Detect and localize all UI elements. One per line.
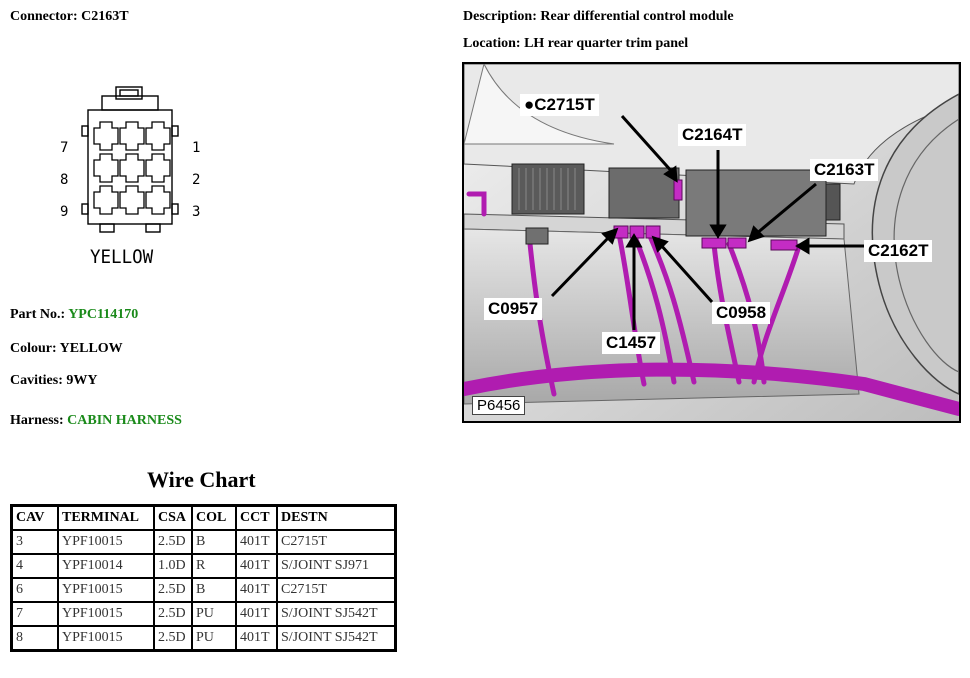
part-no-field: Part No.: YPC114170 [10, 307, 138, 323]
cavities-label: Cavities: [10, 373, 63, 388]
photo-reference-number: P6456 [472, 396, 526, 415]
cavity-slot-8 [119, 185, 145, 215]
header-destn: DESTN [276, 504, 397, 531]
table-row: 7 YPF10015 2.5D PU 401T S/JOINT SJ542T [10, 601, 397, 627]
cell-cct: 401T [235, 529, 278, 555]
table-row: 8 YPF10015 2.5D PU 401T S/JOINT SJ542T [10, 625, 397, 652]
header-cav: CAV [10, 504, 59, 531]
part-no-label: Part No.: [10, 307, 66, 322]
harness-value[interactable]: CABIN HARNESS [67, 413, 182, 428]
location-value: LH rear quarter trim panel [524, 36, 689, 51]
cavity-slot-9 [145, 185, 171, 215]
cell-terminal: YPF10015 [57, 625, 155, 652]
connector-field: Connector: C2163T [10, 9, 129, 25]
cell-csa: 2.5D [153, 601, 193, 627]
callout-c2163t: C2163T [810, 159, 879, 181]
location-label: Location: [463, 36, 521, 51]
cavity-number-8: 8 [60, 172, 68, 188]
callout-c2715t: ●C2715T [520, 94, 599, 116]
table-header-row: CAV TERMINAL CSA COL CCT DESTN [10, 504, 397, 531]
cell-destn: S/JOINT SJ542T [276, 625, 397, 652]
wire-chart-title: Wire Chart [147, 467, 256, 492]
cavity-slot-6 [145, 153, 171, 183]
header-csa: CSA [153, 504, 193, 531]
callout-c2162t: C2162T [864, 240, 933, 262]
callout-c2164t: C2164T [678, 124, 747, 146]
description-value: Rear differential control module [540, 9, 734, 24]
location-field: Location: LH rear quarter trim panel [463, 36, 688, 52]
cell-cct: 401T [235, 553, 278, 579]
callout-c0958: C0958 [712, 302, 771, 324]
cavity-number-1: 1 [192, 140, 200, 156]
cell-destn: C2715T [276, 529, 397, 555]
cell-destn: S/JOINT SJ542T [276, 601, 397, 627]
colour-field: Colour: YELLOW [10, 341, 123, 357]
header-terminal: TERMINAL [57, 504, 155, 531]
harness-field: Harness: CABIN HARNESS [10, 413, 182, 429]
cell-csa: 2.5D [153, 529, 193, 555]
cavity-slot-1 [93, 121, 119, 151]
cell-csa: 1.0D [153, 553, 193, 579]
cell-cav: 6 [10, 577, 59, 603]
table-row: 3 YPF10015 2.5D B 401T C2715T [10, 529, 397, 555]
wire-chart-table: CAV TERMINAL CSA COL CCT DESTN 3 YPF1001… [10, 504, 397, 652]
cell-terminal: YPF10015 [57, 601, 155, 627]
cell-cav: 8 [10, 625, 59, 652]
cavities-value: 9WY [66, 373, 98, 388]
cell-col: R [191, 553, 237, 579]
cell-col: PU [191, 625, 237, 652]
cell-cct: 401T [235, 601, 278, 627]
header-cct: CCT [235, 504, 278, 531]
description-field: Description: Rear differential control m… [463, 9, 734, 25]
cell-terminal: YPF10015 [57, 529, 155, 555]
cavities-field: Cavities: 9WY [10, 373, 98, 389]
cavity-slot-4 [93, 153, 119, 183]
cell-cav: 4 [10, 553, 59, 579]
cell-csa: 2.5D [153, 625, 193, 652]
cavity-number-2: 2 [192, 172, 200, 188]
cell-col: B [191, 577, 237, 603]
cavity-number-9: 9 [60, 204, 68, 220]
connector-value: C2163T [81, 9, 129, 24]
cell-terminal: YPF10015 [57, 577, 155, 603]
location-photo: ●C2715T C2164T C2163T C2162T C0957 C0958… [462, 62, 961, 423]
cavity-slot-3 [145, 121, 171, 151]
table-row: 4 YPF10014 1.0D R 401T S/JOINT SJ971 [10, 553, 397, 579]
cell-cav: 7 [10, 601, 59, 627]
cell-terminal: YPF10014 [57, 553, 155, 579]
description-label: Description: [463, 9, 537, 24]
cell-destn: S/JOINT SJ971 [276, 553, 397, 579]
header-col: COL [191, 504, 237, 531]
cavity-slot-7 [93, 185, 119, 215]
cavity-number-7: 7 [60, 140, 68, 156]
table-row: 6 YPF10015 2.5D B 401T C2715T [10, 577, 397, 603]
part-no-value[interactable]: YPC114170 [68, 307, 139, 322]
cavity-number-3: 3 [192, 204, 200, 220]
callout-c0957: C0957 [484, 298, 543, 320]
cavity-slot-2 [119, 121, 145, 151]
cell-cct: 401T [235, 577, 278, 603]
connector-face-diagram: 7 8 9 1 2 3 [60, 86, 200, 233]
cell-destn: C2715T [276, 577, 397, 603]
cell-csa: 2.5D [153, 577, 193, 603]
cavity-slot-5 [119, 153, 145, 183]
connector-label: Connector: [10, 9, 78, 24]
colour-label: Colour: [10, 341, 57, 356]
connector-colour-caption: YELLOW [90, 246, 154, 268]
cell-cct: 401T [235, 625, 278, 652]
cell-cav: 3 [10, 529, 59, 555]
cell-col: PU [191, 601, 237, 627]
cell-col: B [191, 529, 237, 555]
harness-label: Harness: [10, 413, 64, 428]
callout-c1457: C1457 [602, 332, 661, 354]
colour-value: YELLOW [59, 341, 123, 356]
